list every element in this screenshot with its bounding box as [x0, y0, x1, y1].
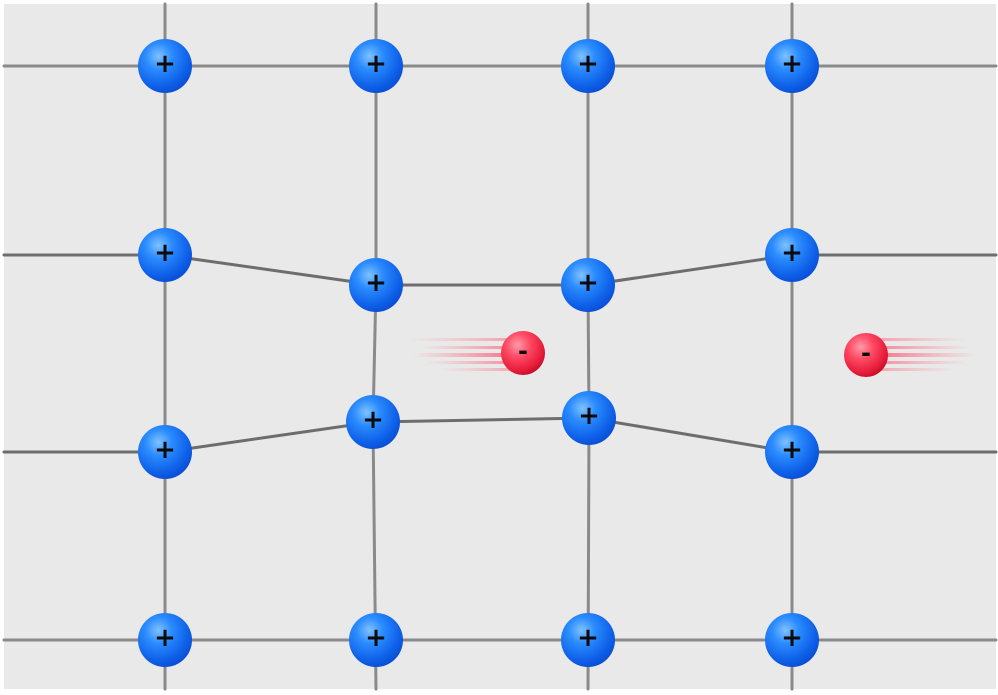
ion-charge-label: + — [577, 623, 599, 653]
motion-trail-left — [410, 338, 515, 371]
vertical-bond-2 — [371, 2, 378, 691]
ion-charge-label: + — [362, 405, 384, 435]
ion-charge-label: + — [365, 623, 387, 653]
positive-ion: + — [561, 613, 615, 667]
ion-charge-label: + — [154, 623, 176, 653]
ion-sphere — [138, 228, 192, 282]
ion-sphere — [138, 613, 192, 667]
electron: - — [501, 331, 545, 375]
positive-ion: + — [765, 425, 819, 479]
ion-sphere — [138, 425, 192, 479]
ion-sphere — [765, 425, 819, 479]
ion-charge-label: + — [781, 238, 803, 268]
positive-ion: + — [561, 39, 615, 93]
electron-sphere — [844, 333, 888, 377]
ion-charge-label: + — [781, 623, 803, 653]
ion-sphere — [349, 258, 403, 312]
ion-sphere — [561, 39, 615, 93]
ion-charge-label: + — [577, 49, 599, 79]
positive-ion: + — [765, 39, 819, 93]
positive-ion: + — [349, 258, 403, 312]
electrons: -- — [501, 331, 888, 377]
ion-charge-label: + — [154, 435, 176, 465]
positive-ion: + — [138, 228, 192, 282]
positive-ions: + + + + + + + + + + + + + + + + — [138, 39, 819, 667]
electron-sphere — [501, 331, 545, 375]
ion-sphere — [562, 391, 616, 445]
ion-charge-label: + — [781, 435, 803, 465]
ion-charge-label: + — [781, 49, 803, 79]
electron-charge-label: - — [861, 339, 871, 367]
ion-sphere — [561, 258, 615, 312]
positive-ion: + — [138, 613, 192, 667]
positive-ion: + — [562, 391, 616, 445]
ion-charge-label: + — [154, 238, 176, 268]
positive-ion: + — [765, 613, 819, 667]
ion-sphere — [561, 613, 615, 667]
electron-charge-label: - — [518, 337, 528, 365]
electron: - — [844, 333, 888, 377]
ion-sphere — [138, 39, 192, 93]
ion-charge-label: + — [154, 49, 176, 79]
ion-charge-label: + — [577, 268, 599, 298]
vertical-bond-3 — [586, 2, 591, 691]
positive-ion: + — [561, 258, 615, 312]
motion-trail-right — [876, 338, 976, 371]
positive-ion: + — [349, 613, 403, 667]
positive-ion: + — [349, 39, 403, 93]
electron-trails — [410, 338, 976, 371]
positive-ion: + — [138, 39, 192, 93]
ion-sphere — [765, 39, 819, 93]
ion-sphere — [765, 613, 819, 667]
vertical-bonds — [163, 2, 794, 691]
ion-sphere — [765, 228, 819, 282]
ion-sphere — [349, 39, 403, 93]
ion-charge-label: + — [365, 49, 387, 79]
positive-ion: + — [765, 228, 819, 282]
ion-charge-label: + — [578, 401, 600, 431]
ion-charge-label: + — [365, 268, 387, 298]
positive-ion: + — [346, 395, 400, 449]
positive-ion: + — [138, 425, 192, 479]
ion-sphere — [346, 395, 400, 449]
ion-sphere — [349, 613, 403, 667]
